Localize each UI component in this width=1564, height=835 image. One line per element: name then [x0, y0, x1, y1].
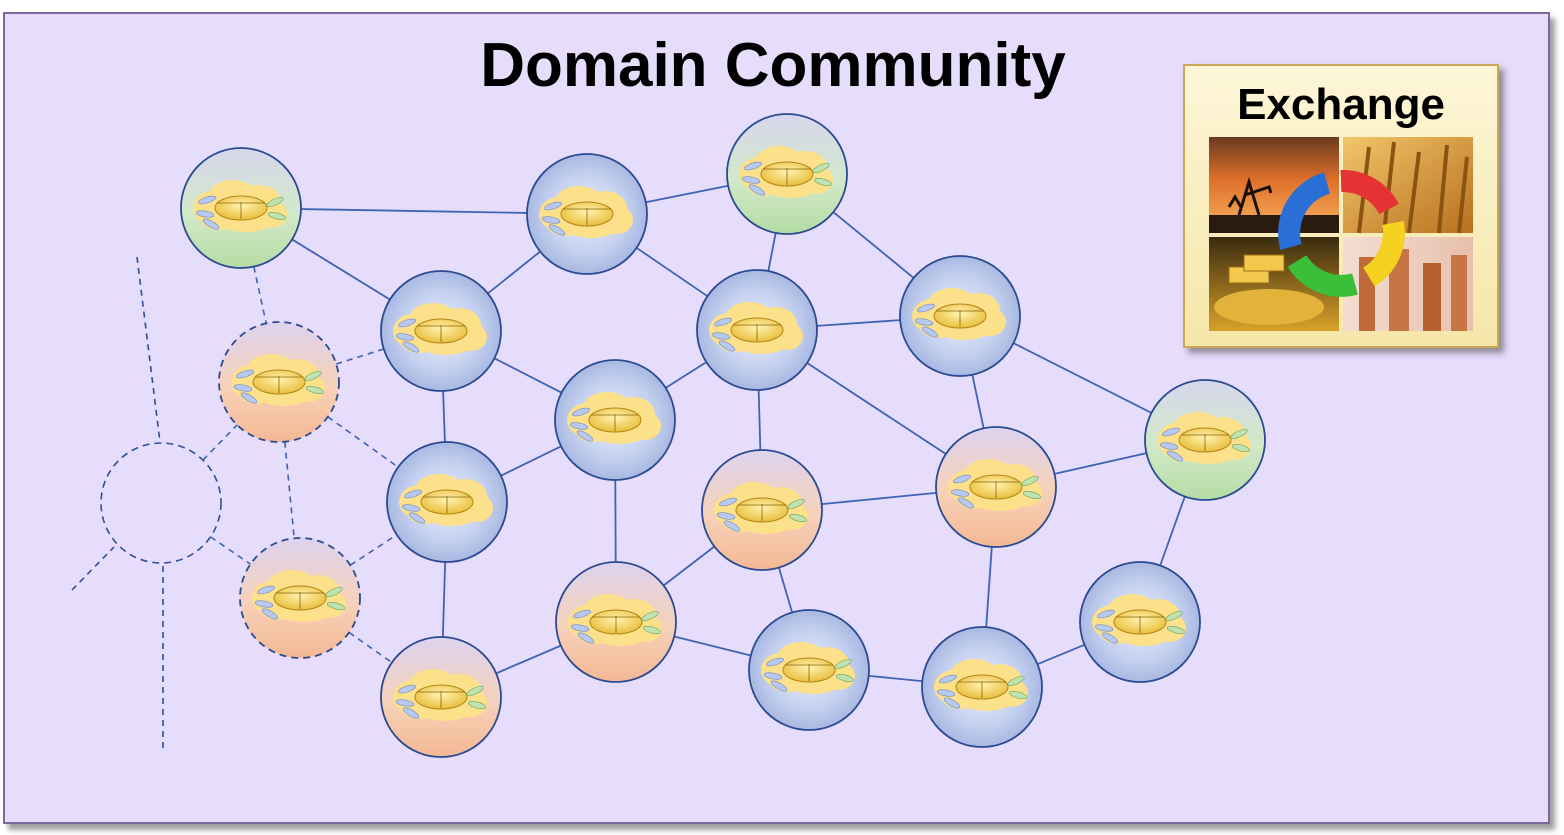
connection-line — [778, 567, 793, 613]
connection-line — [674, 635, 751, 657]
tentative-connection-line — [349, 534, 398, 566]
tentative-connection-line — [284, 441, 295, 539]
domain-node-blue — [526, 153, 648, 275]
tentative-connection-line — [210, 536, 251, 565]
domain-node-green — [180, 147, 302, 269]
connection-line — [985, 546, 993, 628]
domain-node-blue — [380, 270, 502, 392]
domain-node-blue — [921, 626, 1043, 748]
connection-line — [487, 250, 541, 295]
domain-node-orange — [555, 561, 677, 683]
gold-bars-coins-photo — [1209, 237, 1339, 331]
connection-line — [832, 211, 915, 279]
connection-line — [868, 674, 923, 683]
tentative-connection-line — [348, 631, 393, 664]
domain-node-blue — [1079, 561, 1201, 683]
connection-line — [494, 357, 562, 394]
domain-node-blue — [696, 269, 818, 391]
tentative-connection-line — [327, 416, 399, 468]
exchange-illustration — [1209, 137, 1473, 331]
exchange-box: Exchange — [1183, 64, 1499, 348]
connection-line — [636, 247, 708, 297]
connection-line — [1159, 496, 1186, 566]
connection-line — [1013, 342, 1152, 414]
tentative-connection-line — [202, 424, 238, 461]
connection-line — [442, 390, 446, 443]
connection-line — [757, 389, 762, 451]
tentative-connection-line — [335, 348, 385, 365]
connection-line — [500, 445, 562, 477]
connection-line — [663, 545, 715, 587]
prospective-node — [100, 442, 222, 564]
open-connection-line — [71, 546, 115, 591]
domain-node-blue — [554, 359, 676, 481]
connection-line — [645, 184, 729, 204]
domain-node-blue — [748, 609, 870, 731]
connection-line — [816, 319, 901, 327]
tentative-connection-line — [253, 266, 267, 324]
connection-line — [495, 644, 562, 675]
connection-line — [300, 208, 528, 214]
open-connection-line — [136, 256, 161, 443]
connection-line — [806, 362, 947, 455]
domain-node-blue — [386, 441, 508, 563]
domain-node-green — [1144, 379, 1266, 501]
page-title: Domain Community — [480, 31, 1066, 100]
connection-line — [767, 232, 777, 272]
connection-line — [441, 561, 447, 638]
copper-pipes-photo — [1343, 237, 1473, 331]
connection-line — [971, 374, 985, 429]
domain-node-orange — [380, 636, 502, 758]
domain-node-orange — [218, 321, 340, 443]
connection-line — [1037, 643, 1085, 666]
exchange-cycle-icon — [1278, 170, 1405, 297]
domain-node-orange — [701, 449, 823, 571]
domain-node-orange — [935, 426, 1057, 548]
exchange-title: Exchange — [1237, 80, 1445, 129]
domain-node-blue — [899, 255, 1021, 377]
connection-line — [1054, 452, 1147, 475]
domain-node-orange — [239, 537, 361, 659]
connection-line — [821, 491, 937, 506]
connection-line — [665, 361, 707, 389]
domain-node-green — [726, 113, 848, 235]
connection-line — [291, 238, 391, 301]
